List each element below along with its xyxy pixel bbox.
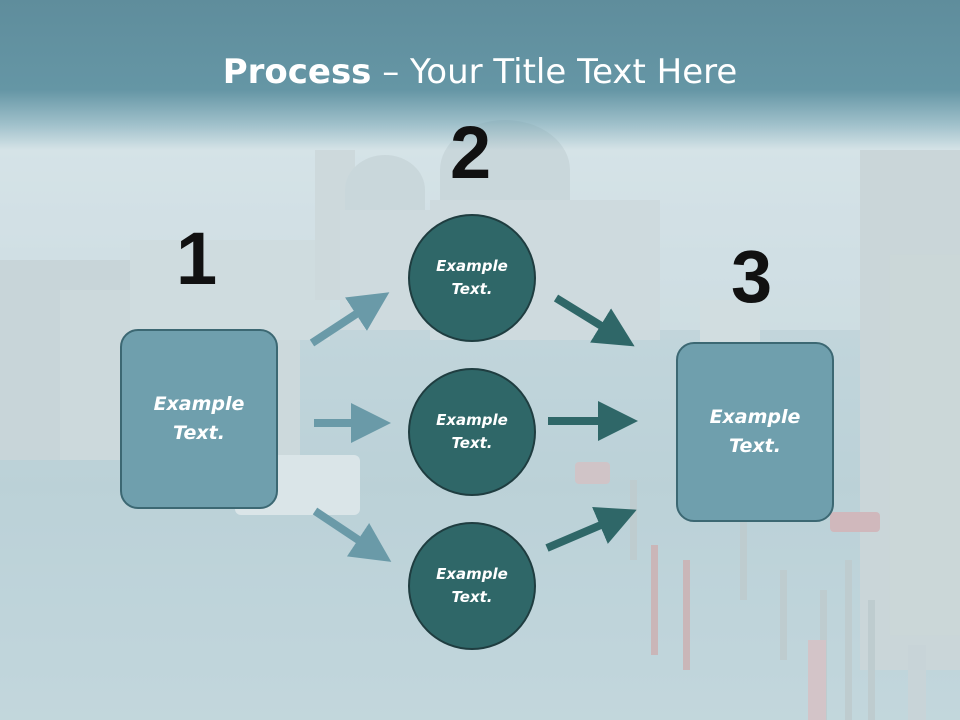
middle-node-bottom: Example Text.: [408, 522, 536, 650]
step-number-1: 1: [176, 217, 218, 300]
slide-title: Process – Your Title Text Here: [0, 52, 960, 92]
title-bold: Process: [222, 52, 372, 92]
title-rest: – Your Title Text Here: [371, 52, 738, 92]
middle-node-top: Example Text.: [408, 214, 536, 342]
left-process-box: Example Text.: [120, 329, 278, 509]
arrow-bottom-to-right: [545, 507, 637, 552]
arrow-left-to-bottom: [312, 507, 392, 562]
step-number-2: 2: [450, 111, 492, 194]
arrow-left-to-top: [309, 292, 390, 347]
title-banner: [0, 0, 960, 150]
arrow-top-to-right: [553, 294, 635, 347]
right-process-box: Example Text.: [676, 342, 834, 522]
middle-node-center: Example Text.: [408, 368, 536, 496]
step-number-3: 3: [731, 235, 773, 318]
